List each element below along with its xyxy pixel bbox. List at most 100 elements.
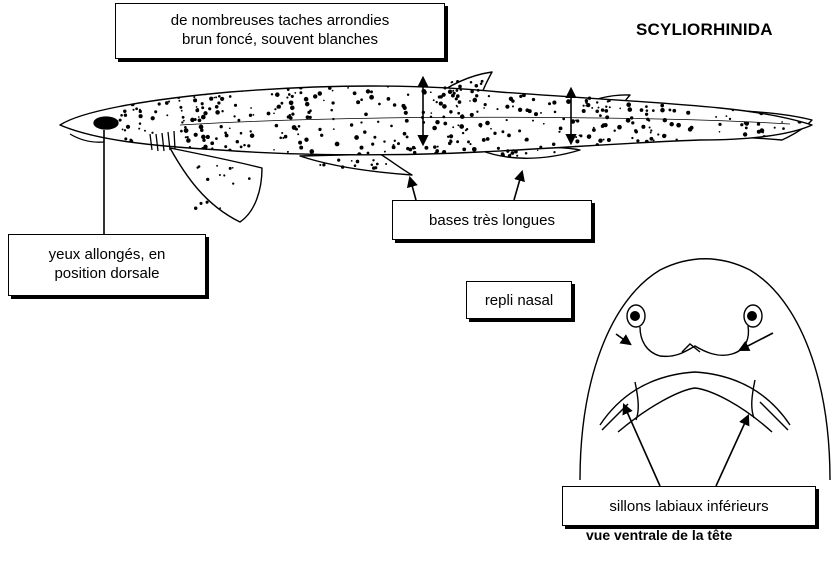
- spot: [170, 85, 173, 88]
- fin-spot: [477, 89, 480, 92]
- label-eyes: yeux allongés, en position dorsale: [8, 234, 206, 296]
- spot: [549, 91, 552, 94]
- spot: [435, 120, 439, 124]
- spot: [540, 112, 542, 114]
- spot: [449, 110, 452, 113]
- spot: [480, 126, 482, 128]
- spot: [771, 105, 775, 109]
- spot: [243, 144, 246, 147]
- head-outline: [580, 259, 830, 480]
- spot: [660, 108, 665, 113]
- spot: [698, 151, 701, 154]
- spot: [719, 131, 721, 133]
- spot: [641, 125, 645, 129]
- spot: [457, 112, 460, 115]
- spot: [641, 89, 644, 92]
- spot: [387, 97, 391, 101]
- spot: [449, 134, 453, 138]
- spot: [462, 148, 466, 152]
- spot: [306, 115, 310, 119]
- spot: [471, 154, 473, 156]
- spot: [360, 121, 362, 123]
- spot: [432, 126, 437, 131]
- spot: [165, 101, 169, 105]
- spot: [688, 127, 693, 132]
- spot: [676, 123, 681, 128]
- spot: [457, 124, 459, 126]
- spot: [201, 106, 204, 109]
- spot: [333, 128, 335, 130]
- spot: [730, 151, 733, 154]
- spot: [786, 149, 790, 153]
- spot: [250, 133, 255, 138]
- spot: [462, 132, 464, 134]
- spot: [203, 111, 207, 115]
- label-eyes-line1: yeux allongés, en: [17, 245, 197, 264]
- spot: [299, 91, 302, 94]
- spot: [201, 115, 206, 120]
- spot: [442, 151, 445, 154]
- spot: [754, 97, 756, 99]
- fin-spot: [475, 84, 479, 88]
- spot: [154, 110, 157, 113]
- fin-spot: [598, 107, 600, 109]
- spot: [766, 141, 770, 145]
- spot: [291, 112, 294, 115]
- spot: [575, 136, 577, 138]
- spot: [135, 95, 139, 99]
- spot: [133, 154, 136, 157]
- fin-spot: [605, 106, 607, 108]
- shark-eye: [94, 117, 118, 129]
- spot: [782, 127, 785, 130]
- spot: [452, 90, 454, 92]
- spot: [509, 86, 512, 89]
- spot: [476, 111, 478, 113]
- spot: [394, 140, 396, 142]
- spot: [744, 141, 746, 143]
- spot: [151, 116, 155, 120]
- spot: [525, 139, 528, 142]
- spot: [350, 123, 353, 126]
- spot: [215, 137, 218, 140]
- spot: [784, 140, 789, 145]
- spot: [139, 110, 142, 113]
- spot: [184, 126, 187, 129]
- spot: [126, 125, 130, 129]
- fin-spot: [198, 165, 201, 168]
- spot: [403, 132, 407, 136]
- spot: [215, 96, 217, 98]
- spot: [654, 153, 657, 156]
- spot: [202, 139, 205, 142]
- spot: [289, 114, 292, 117]
- spot: [237, 119, 240, 122]
- spot: [771, 141, 774, 144]
- spot: [745, 126, 748, 129]
- spot: [653, 139, 655, 141]
- spot: [473, 98, 478, 103]
- spot: [323, 100, 325, 102]
- spot: [211, 147, 213, 149]
- spot: [178, 100, 180, 102]
- spot: [512, 105, 514, 107]
- spot: [778, 107, 781, 110]
- spot: [609, 153, 612, 156]
- spot: [645, 105, 648, 108]
- spot: [297, 133, 299, 135]
- spot: [605, 115, 609, 119]
- fin-spot: [341, 165, 344, 168]
- spot: [595, 93, 599, 97]
- spot: [469, 143, 471, 145]
- spot: [384, 151, 386, 153]
- spot: [743, 132, 747, 136]
- spot: [208, 107, 211, 110]
- spot: [485, 121, 490, 126]
- spot: [683, 153, 687, 157]
- spot: [331, 101, 334, 104]
- spot: [363, 130, 366, 133]
- spot: [715, 116, 717, 118]
- lower-jaw: [618, 388, 772, 432]
- spot: [210, 141, 214, 145]
- fin-spot: [223, 174, 225, 176]
- fin-spot: [514, 150, 518, 154]
- spot: [330, 109, 333, 112]
